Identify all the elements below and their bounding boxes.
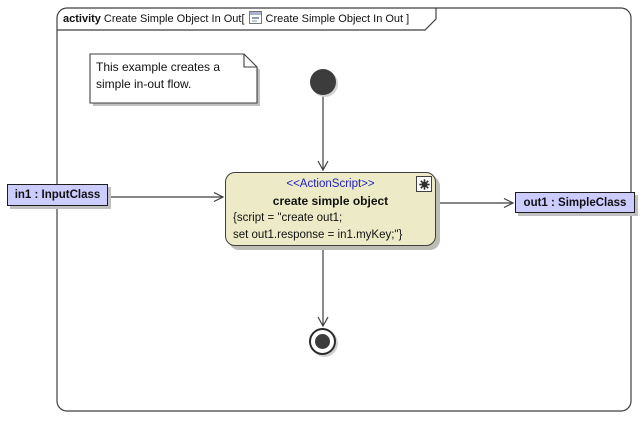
edge-action-to-final[interactable] <box>317 246 329 328</box>
frame-header-shape[interactable] <box>57 8 437 31</box>
edge-action-to-output[interactable] <box>436 197 515 209</box>
note-body[interactable] <box>89 53 258 104</box>
initial-node[interactable] <box>310 69 336 95</box>
frame-keyword: activity <box>63 13 101 25</box>
action-name: create simple object <box>272 194 389 208</box>
frame-diagram-ref: Create Simple Object In Out ] <box>265 13 410 25</box>
note-fold-corner-icon <box>243 54 257 68</box>
note-line: This example creates a <box>96 60 221 74</box>
edge-initial-to-action[interactable] <box>317 95 329 172</box>
final-node-core <box>315 334 330 349</box>
frame-title: Create Simple Object In Out[ <box>103 13 245 25</box>
comment-note[interactable]: This example creates a simple in-out flo… <box>96 59 256 93</box>
action-stereotype: <<ActionScript>> <box>286 178 375 190</box>
arrowhead-right-icon <box>503 197 515 209</box>
output-parameter-node[interactable]: out1 : SimpleClass <box>515 192 635 213</box>
arrowhead-right-icon <box>213 191 225 203</box>
note-line: simple in-out flow. <box>96 77 192 91</box>
arrowhead-down-icon <box>317 316 329 328</box>
activity-diagram-icon <box>248 10 262 32</box>
comment-note-shape[interactable] <box>89 53 260 106</box>
edge-input-to-action[interactable] <box>108 191 225 203</box>
action-node[interactable]: <<ActionScript>> create simple object {s… <box>225 172 436 246</box>
final-node[interactable] <box>309 328 336 355</box>
arrowhead-down-icon <box>317 160 329 172</box>
input-parameter-node[interactable]: in1 : InputClass <box>7 184 108 206</box>
action-script-line: set out1.response = in1.myKey;"} <box>233 229 403 241</box>
action-script-line: {script = "create out1; <box>233 212 343 224</box>
gear-icon <box>416 176 432 192</box>
